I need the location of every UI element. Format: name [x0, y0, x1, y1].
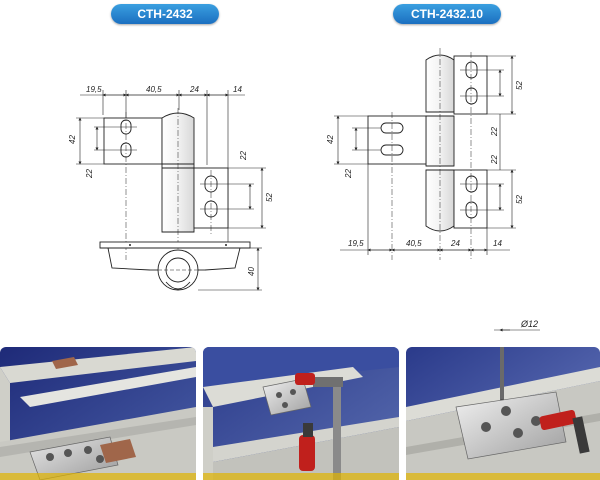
- dim-left-24: 24: [189, 85, 199, 94]
- dim-left-40-5: 40,5: [146, 85, 162, 94]
- dim-right-40-5: 40,5: [406, 239, 422, 248]
- photo-2-illustration: [203, 347, 399, 480]
- photo-hinge-on-frame: [0, 347, 196, 480]
- photo-3-illustration: [406, 347, 600, 480]
- photo-hinge-with-clamp: [203, 347, 399, 480]
- dim-right-52b: 52: [515, 195, 524, 204]
- photo-drilling-with-jig: [406, 347, 600, 480]
- dim-right-14: 14: [493, 239, 502, 248]
- dim-left-42: 42: [68, 135, 77, 144]
- drawing-cth-2432: [76, 90, 266, 291]
- model-label-cth-2432-10: CTH-2432.10: [393, 4, 501, 24]
- dim-left-22a: 22: [85, 169, 94, 179]
- dim-left-19-5: 19,5: [86, 85, 102, 94]
- dim-right-52a: 52: [515, 81, 524, 90]
- dim-left-22b: 22: [239, 151, 248, 161]
- dim-right-19-5: 19,5: [348, 239, 364, 248]
- dim-left-52: 52: [265, 193, 274, 202]
- model-label-cth-2432: CTH-2432: [111, 4, 219, 24]
- drawing-cth-2432-10: [334, 48, 516, 260]
- dim-right-42: 42: [326, 135, 335, 144]
- technical-drawings: 19,5 40,5 24 14 42 22 22 52 40: [68, 48, 540, 332]
- dim-right-22c: 22: [490, 155, 499, 165]
- dim-right-22b: 22: [490, 127, 499, 137]
- dim-left-14: 14: [233, 85, 242, 94]
- dim-left-40: 40: [247, 267, 256, 276]
- dim-right-24: 24: [450, 239, 460, 248]
- drill-diameter-label: Ø12: [520, 319, 538, 329]
- photo-1-illustration: [0, 347, 196, 480]
- dim-right-22a: 22: [344, 169, 353, 179]
